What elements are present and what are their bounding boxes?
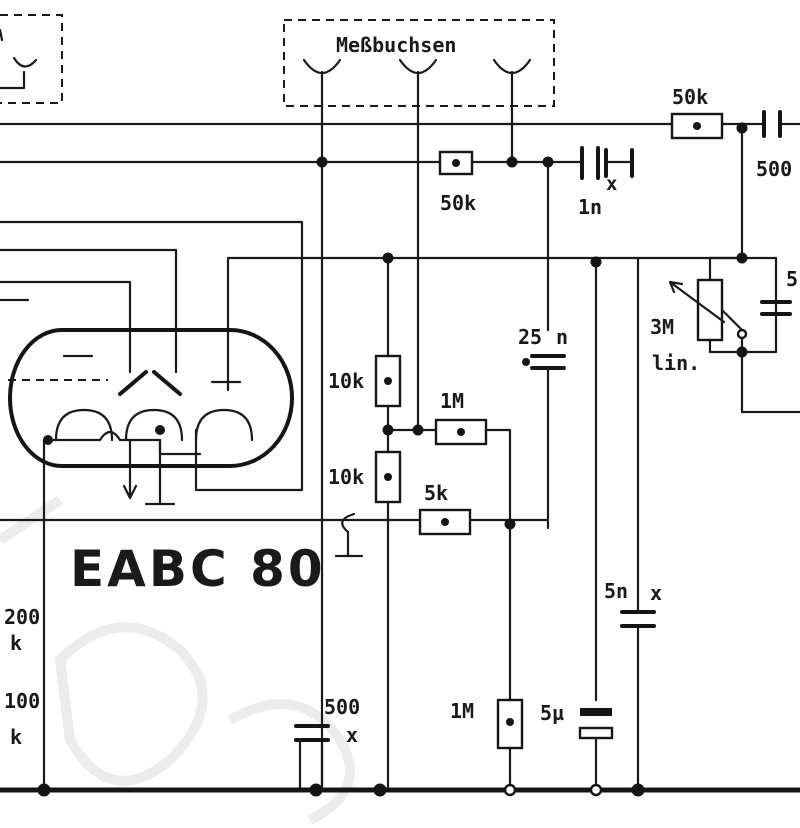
label-500-bottom-x: x — [346, 723, 358, 747]
label-pot-cap: 5 — [786, 267, 798, 291]
resistor-5k — [418, 508, 472, 536]
electrolytic-5u — [578, 708, 614, 740]
label-10k-b: 10k — [328, 465, 364, 489]
label-50k-top: 50k — [672, 85, 708, 109]
resistor-1m-a — [434, 418, 488, 446]
capacitor-25n — [522, 354, 566, 370]
capacitor-500-bottom — [294, 724, 330, 742]
test-socket-title: Meßbuchsen — [336, 33, 456, 57]
label-3m: 3M — [650, 315, 674, 339]
capacitor-1n — [580, 146, 634, 180]
resistor-1m-b — [496, 698, 524, 750]
label-25: 25 — [518, 325, 542, 349]
label-1m-b: 1M — [450, 699, 474, 723]
left-socket-box — [0, 14, 63, 104]
component-labels: 50k 50k 1n x 500 25 n 3M lin. 5 10k 10k … — [4, 85, 798, 749]
wires — [0, 70, 800, 792]
capacitor-5n — [620, 610, 656, 628]
label-100-k: k — [10, 725, 22, 749]
label-10k-a: 10k — [328, 369, 364, 393]
label-100: 100 — [4, 689, 40, 713]
tube-eabc80 — [8, 328, 294, 506]
label-200: 200 — [4, 605, 40, 629]
label-5k: 5k — [424, 481, 448, 505]
label-1n: 1n — [578, 195, 602, 219]
label-lin: lin. — [652, 351, 700, 375]
resistor-10k-a — [374, 354, 402, 408]
label-50k-mid: 50k — [440, 191, 476, 215]
label-5u: 5µ — [540, 701, 564, 725]
label-5n-x: x — [650, 581, 662, 605]
label-500-bottom: 500 — [324, 695, 360, 719]
potentiometer-3m — [668, 278, 748, 354]
resistor-10k-b — [374, 450, 402, 504]
junction-nodes — [37, 122, 748, 797]
resistor-50k-top — [670, 112, 724, 140]
label-1m-a: 1M — [440, 389, 464, 413]
capacitor-pot — [760, 300, 792, 316]
label-500-top: 500 — [756, 157, 792, 181]
tube-label: EABC 80 — [70, 540, 326, 598]
resistor-50k-mid — [438, 150, 474, 176]
label-1n-x: x — [606, 173, 617, 195]
label-5n: 5n — [604, 579, 628, 603]
label-200-k: k — [10, 631, 22, 655]
label-25-n: n — [556, 325, 568, 349]
capacitor-500-top — [762, 110, 782, 138]
shield-icon — [334, 512, 364, 558]
test-socket-box: Meßbuchsen — [283, 19, 555, 107]
